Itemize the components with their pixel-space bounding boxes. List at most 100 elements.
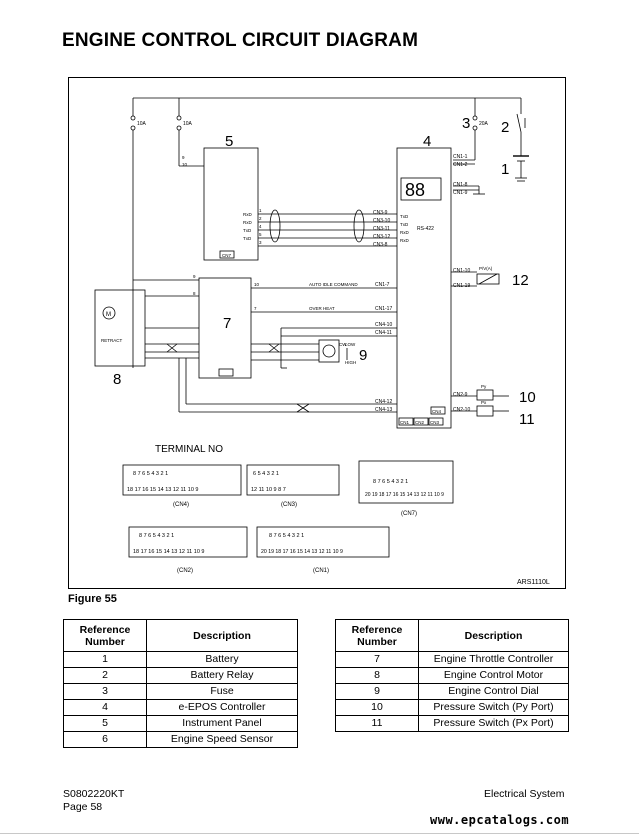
ref-cell: 6 bbox=[63, 731, 147, 748]
desc-cell: Pressure Switch (Py Port) bbox=[418, 699, 569, 716]
engine-control-dial: CW LOW HIGH bbox=[251, 339, 356, 365]
cn3-tag bbox=[428, 417, 444, 426]
proportional-valve-symbol: P/V(A) bbox=[451, 266, 500, 287]
callout-2: 2 bbox=[501, 119, 509, 136]
svg-text:RxD: RxD bbox=[400, 230, 409, 235]
ref-cell: 1 bbox=[63, 651, 147, 668]
footer-doc-code: S0802220KT bbox=[63, 788, 125, 800]
svg-text:RxD: RxD bbox=[243, 212, 252, 217]
cn2-bottom-pins: 18 17 16 15 14 13 12 11 10 9 bbox=[133, 549, 204, 555]
pin-cn1-9: CN1-9 bbox=[453, 190, 468, 196]
callout-4: 4 bbox=[423, 133, 431, 150]
fuse-middle: 10A bbox=[176, 98, 204, 167]
figure-caption: Figure 55 bbox=[68, 593, 117, 605]
cn4-tag bbox=[430, 406, 446, 415]
terminal-heading: TERMINAL NO bbox=[155, 444, 223, 455]
fuse-middle-label: 10A bbox=[183, 121, 193, 127]
motor-m-label: M bbox=[106, 312, 111, 318]
svg-text:2: 2 bbox=[259, 216, 262, 221]
rs422-bus-lines bbox=[258, 209, 397, 247]
cw-label: CW bbox=[339, 342, 347, 347]
svg-text:7: 7 bbox=[254, 306, 257, 311]
header-description: Description bbox=[146, 619, 298, 652]
seven-segment-display bbox=[400, 177, 442, 201]
instrument-panel-box bbox=[203, 147, 259, 261]
desc-cell: e-EPOS Controller bbox=[146, 699, 298, 716]
cn3-label: (CN3) bbox=[281, 502, 297, 508]
pin-cn4-12: CN4-12 bbox=[375, 399, 392, 405]
footer-watermark-site[interactable]: www.epcatalogs.com bbox=[430, 813, 570, 827]
svg-text:RxD: RxD bbox=[243, 220, 252, 225]
pressure-switch-px: Px bbox=[451, 400, 509, 417]
pin-cn3-9: CN3-9 bbox=[373, 210, 388, 216]
ref-cell: 8 bbox=[335, 667, 419, 684]
pressure-switch-py: Py bbox=[451, 384, 509, 401]
ref-cell: 3 bbox=[63, 683, 147, 700]
table-header-row: Reference Number Description bbox=[63, 619, 298, 652]
pin-cn3-12: CN3-12 bbox=[373, 234, 390, 240]
cn4-top-pins: 8 7 6 5 4 3 2 1 bbox=[133, 471, 168, 477]
callout-1: 1 bbox=[501, 161, 509, 178]
svg-text:5: 5 bbox=[259, 232, 262, 237]
pin-cn3-11: CN3-11 bbox=[373, 226, 390, 232]
pin-cn2-9: CN2-9 bbox=[453, 392, 468, 398]
svg-text:8: 8 bbox=[193, 291, 196, 296]
connector-cn4: 8 7 6 5 4 3 2 1 18 17 16 15 14 13 12 11 … bbox=[122, 464, 242, 508]
desc-cell: Pressure Switch (Px Port) bbox=[418, 715, 569, 732]
callout-9: 9 bbox=[359, 347, 367, 364]
pin-cn1-1: CN1-1 bbox=[453, 154, 468, 160]
cn3-bottom-pins: 12 11 10 9 8 7 bbox=[251, 487, 286, 493]
connector-cn1: 8 7 6 5 4 3 2 1 20 19 18 17 16 15 14 13 … bbox=[256, 526, 390, 574]
svg-text:4: 4 bbox=[259, 224, 262, 229]
pin-cn3-8: CN3-8 bbox=[373, 242, 388, 248]
cn2-tag-label: CN2 bbox=[415, 420, 424, 425]
high-label: HIGH bbox=[345, 360, 356, 365]
cn1-tag bbox=[398, 417, 414, 426]
ref-cell: 10 bbox=[335, 699, 419, 716]
cn4-label: (CN4) bbox=[173, 502, 189, 508]
svg-text:9: 9 bbox=[182, 155, 185, 160]
footer-page-number: Page 58 bbox=[63, 801, 103, 813]
connector-cn3: 6 5 4 3 2 1 12 11 10 9 8 7 (CN3) bbox=[246, 464, 340, 508]
callout-7: 7 bbox=[223, 315, 231, 332]
pvka-label: P/V(A) bbox=[479, 266, 493, 271]
table-header-row: Reference Number Description bbox=[335, 619, 569, 652]
controller-pin-labels: CN1-1 CN1-2 CN1-8 CN1-9 CN3-9 CN3-10 CN3… bbox=[373, 154, 470, 413]
desc-cell: Fuse bbox=[146, 683, 298, 700]
desc-cell: Engine Speed Sensor bbox=[146, 731, 298, 748]
svg-text:10: 10 bbox=[182, 162, 188, 167]
cn3-tag-label: CN3 bbox=[430, 420, 439, 425]
pin-cn1-2: CN1-2 bbox=[453, 162, 468, 168]
pin-cn1-8: CN1-8 bbox=[453, 182, 468, 188]
cn7-top-pins: 8 7 6 5 4 3 2 1 bbox=[373, 479, 408, 485]
circuit-diagram-figure: 10A 10A 20A bbox=[68, 77, 566, 589]
rs422-label: RS-422 bbox=[417, 226, 434, 232]
desc-cell: Engine Throttle Controller bbox=[418, 651, 569, 668]
battery-symbol bbox=[453, 148, 529, 195]
page-title: ENGINE CONTROL CIRCUIT DIAGRAM bbox=[62, 30, 419, 51]
low-label: LOW bbox=[345, 342, 356, 347]
motor-wiring bbox=[145, 295, 199, 359]
header-description: Description bbox=[418, 619, 569, 652]
fuse-left-label: 10A bbox=[137, 121, 147, 127]
drawing-code: ARS1110L bbox=[517, 579, 550, 586]
ref-cell: 4 bbox=[63, 699, 147, 716]
circuit-diagram: 10A 10A 20A bbox=[94, 97, 550, 586]
retract-label: RETRACT bbox=[101, 338, 123, 343]
svg-text:TxD: TxD bbox=[400, 222, 409, 227]
cn1-top-pins: 8 7 6 5 4 3 2 1 bbox=[269, 533, 304, 539]
pin-cn4-10: CN4-10 bbox=[375, 322, 392, 328]
cn3-top-pins: 6 5 4 3 2 1 bbox=[253, 471, 279, 477]
pin-cn3-10: CN3-10 bbox=[373, 218, 390, 224]
pin-cn4-13: CN4-13 bbox=[375, 407, 392, 413]
over-heat-label: OVER HEAT bbox=[309, 306, 335, 311]
